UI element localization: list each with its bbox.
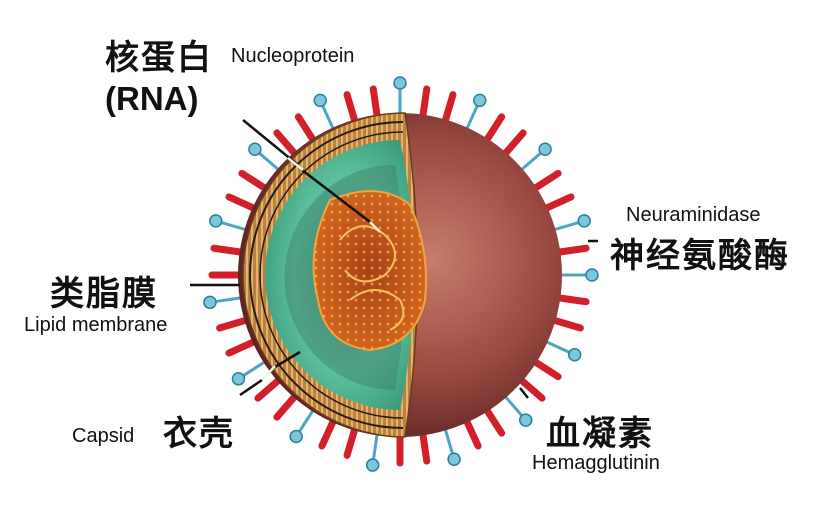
rna-label: (RNA) xyxy=(105,80,199,117)
surface-spikes xyxy=(203,76,599,472)
lipid-membrane-label-en: Lipid membrane xyxy=(24,314,168,336)
hemagglutinin-label-cn: 血凝素 xyxy=(546,414,654,454)
lipid-membrane-label-cn: 类脂膜 xyxy=(50,274,158,314)
capsid-label-en: Capsid xyxy=(72,425,135,447)
pointer-line-highlights xyxy=(261,157,381,381)
hemagglutinin-label-en: Hemagglutinin xyxy=(532,452,660,474)
neuraminidase-label-cn: 神经氨酸酶 xyxy=(610,236,790,276)
nucleoprotein-label-en: Nucleoprotein xyxy=(231,45,355,67)
capsid-label-cn: 衣壳 xyxy=(163,414,235,454)
nucleoprotein-label-cn: 核蛋白 xyxy=(105,38,213,78)
neuraminidase-label-en: Neuraminidase xyxy=(626,204,761,226)
